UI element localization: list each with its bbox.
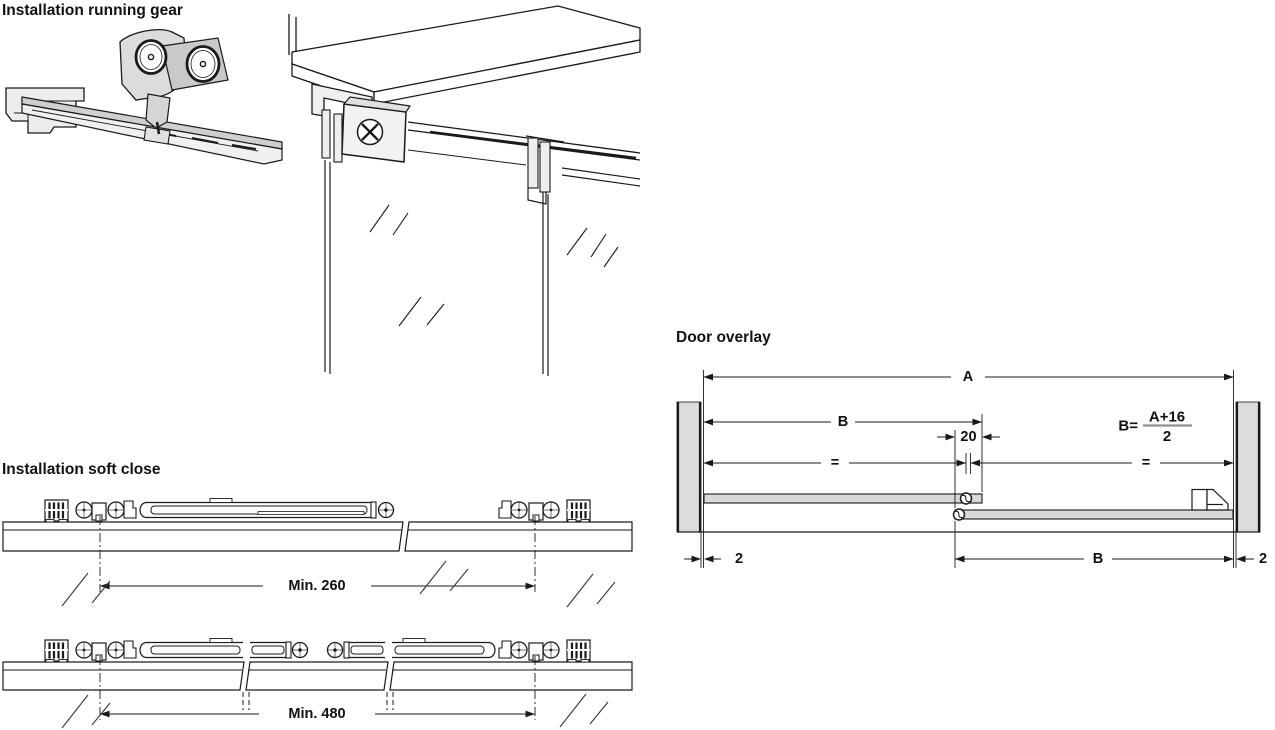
formula-b: B= A+16 2 [1118, 409, 1192, 445]
right-door-panel [954, 509, 1234, 520]
break-lines [242, 692, 394, 710]
running-gear-heading: Installation running gear [2, 2, 183, 19]
left-door-panel [703, 493, 983, 504]
formula-lhs: B= [1118, 418, 1138, 435]
dim-label-gap-right: 2 [1259, 551, 1267, 567]
shine-mark [559, 693, 609, 728]
shine-mark [419, 560, 469, 595]
extension-lines [703, 370, 1234, 568]
dim-label-b-top: B [838, 414, 848, 430]
shine-mark [566, 573, 616, 608]
glass-shine-marks [369, 204, 619, 327]
screw-symbol [959, 492, 973, 505]
soft-close-row2-drawing: Min. 480 [2, 637, 633, 729]
cabinet-top-board [288, 5, 641, 105]
track-and-clamps [311, 83, 641, 205]
screw-symbol [952, 508, 966, 521]
running-gear-drawing [5, 5, 641, 376]
soft-close-heading: Installation soft close [2, 461, 161, 478]
dim-label-overlap-20: 20 [960, 429, 976, 445]
dim-label-min-480: Min. 480 [288, 706, 345, 722]
door-stop-bracket [1191, 488, 1229, 511]
shine-mark [61, 572, 111, 607]
right-wall [1235, 401, 1261, 533]
door-overlay-diagram: A B 20 = = B= [676, 369, 1267, 568]
glass-doors [324, 160, 549, 376]
dim-label-equal-right: = [1142, 455, 1150, 471]
formula-numerator: A+16 [1149, 409, 1185, 426]
door-overlay-heading: Door overlay [676, 329, 771, 346]
dim-label-gap-left: 2 [735, 551, 743, 567]
dim-label-a: A [963, 369, 974, 385]
dim-label-equal-left: = [831, 455, 839, 471]
formula-denominator: 2 [1163, 428, 1171, 445]
left-wall [676, 401, 702, 533]
shine-mark [61, 694, 111, 729]
running-gear-roller [119, 28, 229, 135]
dim-label-min-260: Min. 260 [288, 578, 345, 594]
soft-close-row1-drawing: Min. 260 [2, 499, 633, 608]
dim-label-b-bottom: B [1093, 551, 1103, 567]
